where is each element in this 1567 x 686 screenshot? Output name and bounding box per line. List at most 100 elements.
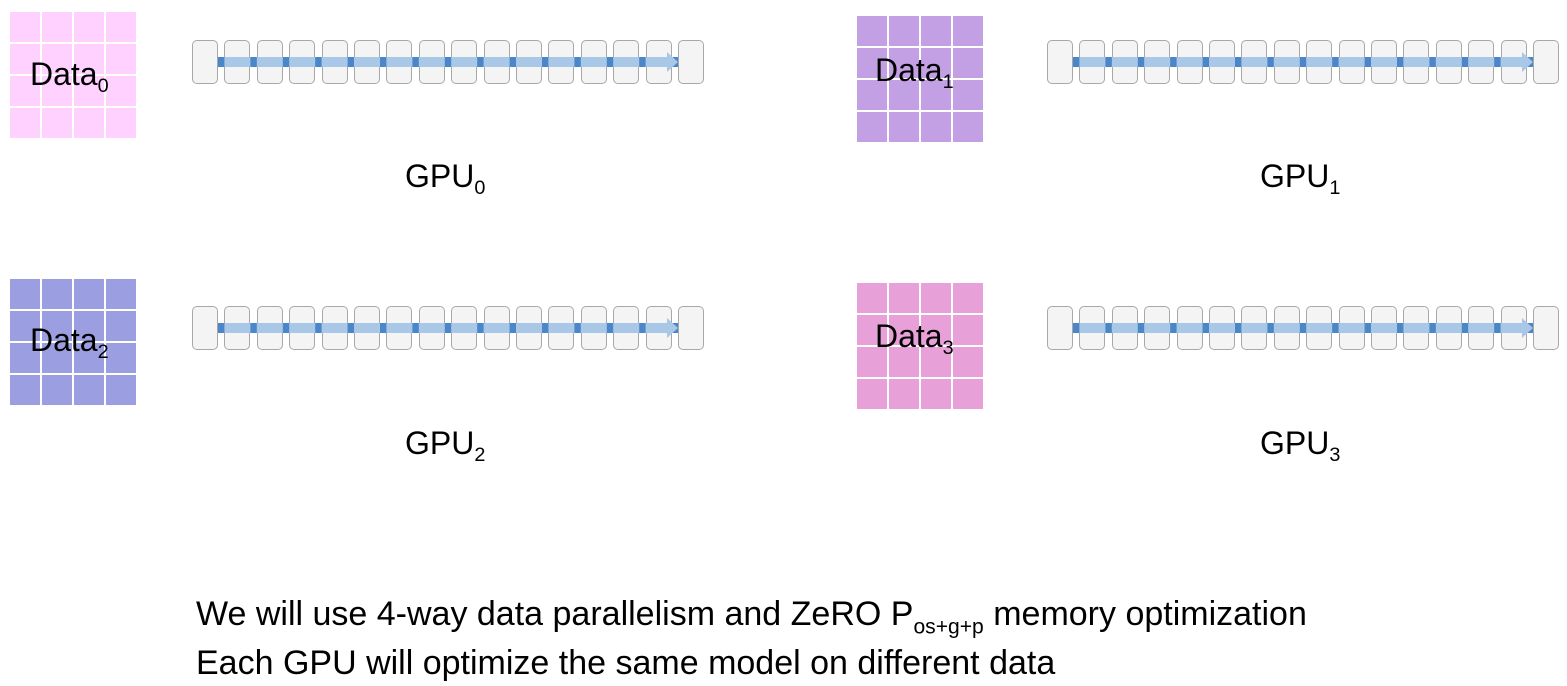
- arrow-gap-segment: [1397, 57, 1404, 67]
- arrow-gap-segment: [315, 57, 322, 67]
- data-cell: [953, 347, 983, 377]
- data-cell: [106, 12, 136, 42]
- arrow-head: [1522, 52, 1533, 72]
- arrow-gap-segment: [1332, 323, 1339, 333]
- gpu-panel-3: Data3 GPU3: [0, 0, 1559, 465]
- arrow-gap-segment: [1397, 323, 1404, 333]
- arrow-gap-segment: [1299, 57, 1307, 67]
- data-cell: [953, 16, 983, 46]
- data-cell: [74, 311, 104, 341]
- arrow-gap-segment: [444, 323, 452, 333]
- forward-arrow: [218, 318, 678, 338]
- arrow-gap-segment: [639, 323, 646, 333]
- arrow-gap-segment: [218, 323, 225, 333]
- arrow-gap-segment: [542, 323, 549, 333]
- data-cell: [889, 347, 919, 377]
- data-cell: [857, 283, 887, 313]
- data-cell: [10, 44, 40, 74]
- data-cell: [953, 80, 983, 110]
- arrow-gap-segment: [574, 323, 581, 333]
- data-cell: [953, 283, 983, 313]
- arrow-gap-segment: [542, 57, 549, 67]
- data-cell: [42, 44, 72, 74]
- data-cell: [921, 379, 951, 409]
- data-cell: [889, 315, 919, 345]
- data-cell: [921, 315, 951, 345]
- forward-arrow: [1073, 52, 1533, 72]
- arrow-gap-segment: [1364, 57, 1371, 67]
- data-cell: [857, 379, 887, 409]
- model-layers-3: [1047, 306, 1559, 352]
- arrow-gap-segment: [1137, 323, 1145, 333]
- arrow-gap-segment: [639, 57, 646, 67]
- model-layer: [1047, 306, 1073, 350]
- data-label-3: Data3: [875, 318, 954, 359]
- gpu-panel-2: Data2 GPU2: [0, 0, 780, 465]
- data-cell: [74, 44, 104, 74]
- arrow-gap-segment: [412, 57, 419, 67]
- data-cell: [10, 76, 40, 106]
- arrow-gap-segment: [1429, 323, 1436, 333]
- arrow-gap-segment: [1073, 57, 1080, 67]
- arrow-gap-segment: [1235, 57, 1242, 67]
- arrow-gap-segment: [380, 323, 387, 333]
- model-layer: [192, 306, 218, 350]
- data-cell: [42, 108, 72, 138]
- data-cell: [74, 12, 104, 42]
- data-block-3: [857, 283, 983, 409]
- arrow-gap-segment: [1494, 57, 1501, 67]
- arrow-shaft: [220, 57, 668, 67]
- data-block-1: [857, 16, 983, 142]
- arrow-gap-segment: [606, 57, 614, 67]
- forward-arrow: [1073, 318, 1533, 338]
- arrow-gap-segment: [1105, 57, 1112, 67]
- data-cell: [889, 283, 919, 313]
- data-cell: [42, 12, 72, 42]
- arrow-shaft: [220, 323, 668, 333]
- arrow-gap-segment: [1461, 57, 1469, 67]
- arrow-gap-segment: [1332, 57, 1339, 67]
- data-cell: [10, 343, 40, 373]
- arrow-gap-segment: [509, 57, 516, 67]
- data-cell: [921, 16, 951, 46]
- model-layer: [678, 40, 704, 84]
- arrow-gap-segment: [1170, 57, 1177, 67]
- data-cell: [74, 76, 104, 106]
- data-cell: [106, 108, 136, 138]
- forward-arrow: [218, 52, 678, 72]
- data-label-0: Data0: [30, 56, 109, 97]
- data-cell: [857, 347, 887, 377]
- data-cell: [42, 343, 72, 373]
- arrow-gap-segment: [1494, 323, 1501, 333]
- data-cell: [10, 375, 40, 405]
- data-cell: [889, 379, 919, 409]
- data-label-2: Data2: [30, 322, 109, 363]
- model-layer: [192, 40, 218, 84]
- arrow-gap-segment: [412, 323, 419, 333]
- arrow-gap-segment: [218, 57, 225, 67]
- data-cell: [857, 112, 887, 142]
- data-cell: [857, 16, 887, 46]
- arrow-gap-segment: [477, 323, 484, 333]
- data-cell: [10, 12, 40, 42]
- data-cell: [953, 112, 983, 142]
- data-cell: [953, 379, 983, 409]
- model-layers-1: [1047, 40, 1559, 86]
- arrow-gap-segment: [1202, 323, 1209, 333]
- data-block-0: [10, 12, 136, 138]
- model-layer: [1047, 40, 1073, 84]
- model-layers-0: [192, 40, 704, 86]
- gpu-label-2: GPU2: [405, 425, 486, 466]
- model-layers-2: [192, 306, 704, 352]
- gpu-label-3: GPU3: [1260, 425, 1341, 466]
- model-layer: [678, 306, 704, 350]
- data-cell: [857, 80, 887, 110]
- data-cell: [106, 76, 136, 106]
- gpu-label-0: GPU0: [405, 158, 486, 199]
- arrow-gap-segment: [606, 323, 614, 333]
- gpu-label-1: GPU1: [1260, 158, 1341, 199]
- arrow-head: [667, 318, 678, 338]
- caption-line-1: We will use 4-way data parallelism and Z…: [196, 595, 1307, 639]
- data-cell: [857, 48, 887, 78]
- arrow-gap-segment: [282, 323, 290, 333]
